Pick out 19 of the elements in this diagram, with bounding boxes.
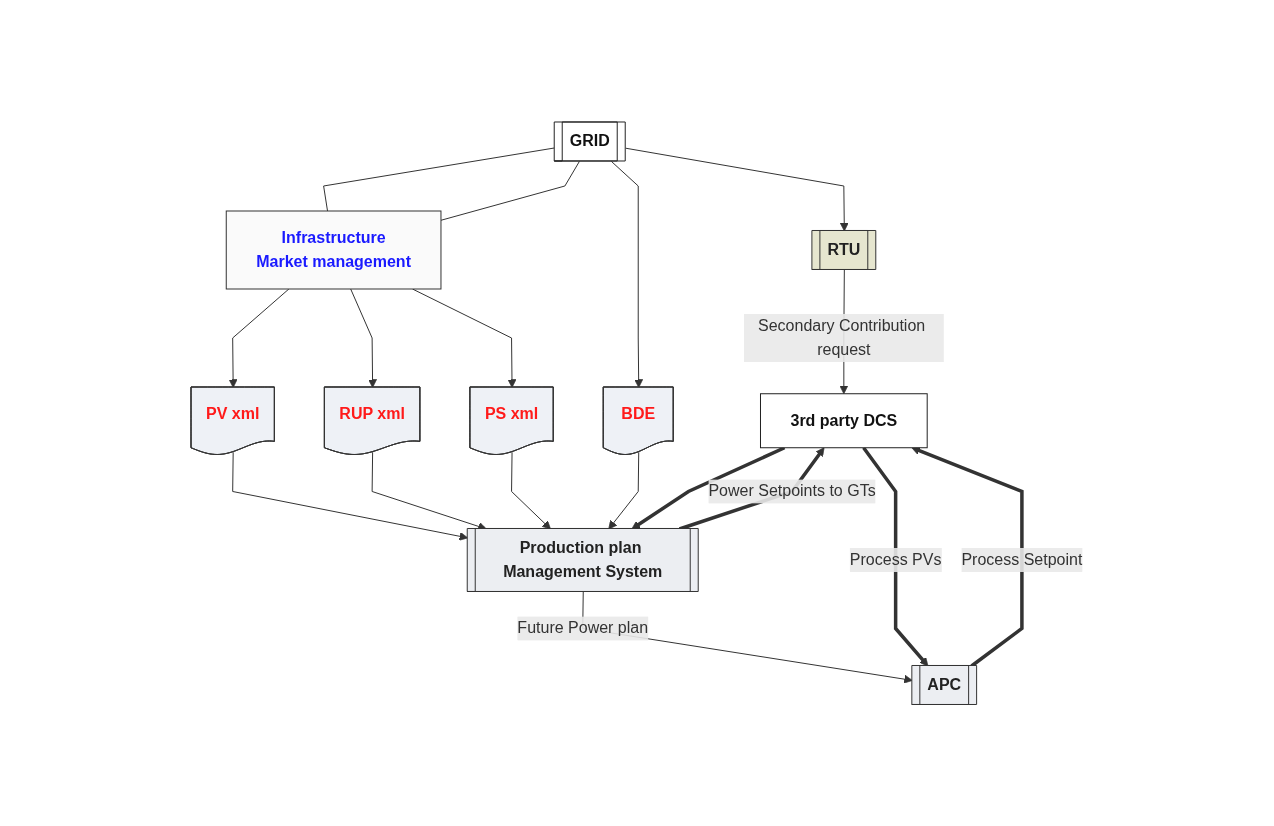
arrow [412,288,517,388]
arrow [911,446,1024,668]
connector [440,160,581,221]
node-box: 3rd party DCS [760,393,928,448]
arrow [232,451,469,541]
connector [323,147,556,212]
arrow [511,451,552,530]
arrow [625,147,849,232]
arrow [862,446,929,667]
arrow [608,451,640,530]
edge-label: Process Setpoint [961,550,1083,568]
edge-label: Power Setpoints to GTs [708,482,876,500]
edge-label: Future Power plan [517,619,649,637]
node-box: Infrastructure Market management [226,210,442,290]
edge-label: Secondary Contribution request [758,316,926,358]
arrow [350,288,378,388]
edge-label: Process PVs [850,550,942,568]
arrow [611,160,644,388]
arrow [229,288,290,388]
